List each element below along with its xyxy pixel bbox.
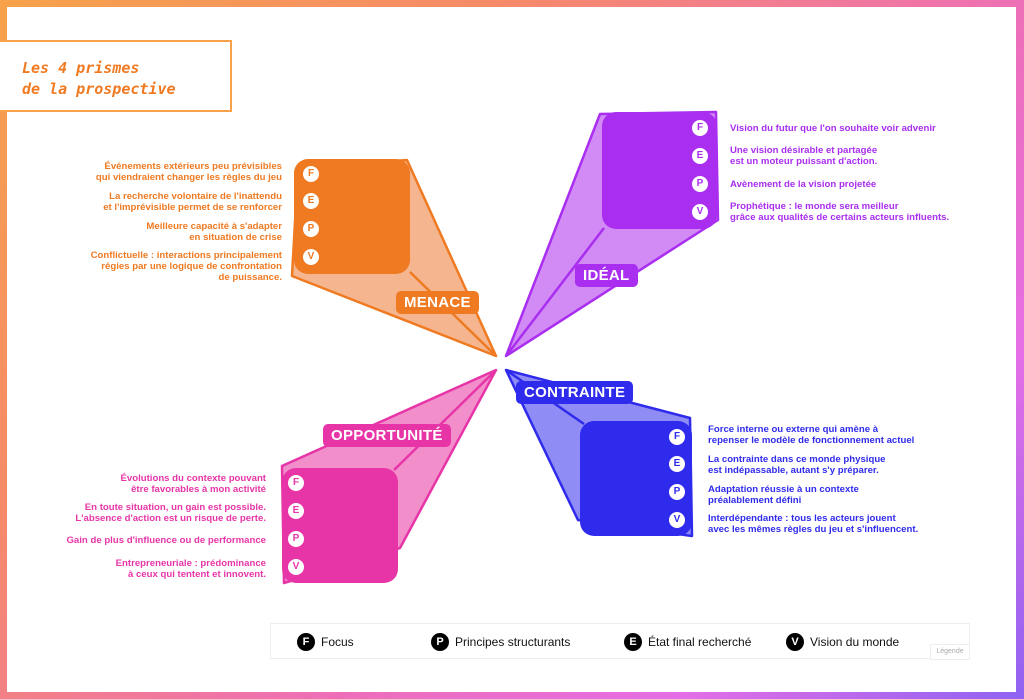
contrainte-badge-f: F (669, 429, 685, 445)
ideal-badge-v: V (692, 204, 708, 220)
ideal-badge-p: P (692, 176, 708, 192)
menace-vision-text: Conflictuelle : interactions principalem… (90, 250, 282, 284)
opportunite-badge-e: E (288, 503, 304, 519)
contrainte-etat-text: La contrainte dans ce monde physique est… (708, 454, 886, 477)
prism-menace (290, 158, 498, 358)
legend-item-vision: V Vision du monde (786, 633, 899, 651)
contrainte-focus-text: Force interne ou externe qui amène à rep… (708, 424, 915, 447)
legend-item-etat: E État final recherché (624, 633, 751, 651)
focus-letter-icon: F (297, 633, 315, 651)
ideal-vision-text: Prophétique : le monde sera meilleur grâ… (730, 201, 950, 224)
opportunite-vision-text: Entrepreneuriale : prédominance à ceux q… (115, 558, 266, 581)
title-box: Les 4 prismes de la prospective (0, 40, 232, 112)
legend-item-focus: F Focus (297, 633, 354, 651)
menace-principes-text: Meilleure capacité à s'adapter en situat… (146, 221, 282, 244)
principes-letter-icon: P (431, 633, 449, 651)
menace-focus-text: Événements extérieurs peu prévisibles qu… (95, 161, 282, 184)
opportunite-badge-p: P (288, 531, 304, 547)
opportunite-etat-text: En toute situation, un gain est possible… (75, 502, 266, 525)
prism-opportunite (280, 368, 498, 585)
opportunite-label: OPPORTUNITÉ (323, 424, 451, 447)
ideal-principes-text: Avènement de la vision projetée (730, 179, 877, 190)
ideal-label: IDÉAL (575, 264, 638, 287)
opportunite-principes-text: Gain de plus d'influence ou de performan… (66, 535, 266, 546)
prism-contrainte (504, 368, 694, 538)
page-title: Les 4 prismes de la prospective (22, 59, 176, 98)
contrainte-label: CONTRAINTE (516, 381, 634, 404)
contrainte-vision-text: Interdépendante : tous les acteurs jouen… (708, 513, 919, 536)
menace-badge-f: F (303, 166, 319, 182)
contrainte-principes-text: Adaptation réussie à un contexte préalab… (708, 484, 859, 507)
menace-badge-e: E (303, 193, 319, 209)
ideal-etat-text: Une vision désirable et partagée est un … (730, 145, 878, 168)
legend-label: Principes structurants (455, 635, 571, 649)
opportunite-badge-v: V (288, 559, 304, 575)
menace-badge-v: V (303, 249, 319, 265)
contrainte-badge-p: P (669, 484, 685, 500)
legend-label: Vision du monde (810, 635, 900, 649)
opportunite-focus-text: Évolutions du contexte pouvant être favo… (120, 473, 266, 496)
legende-button[interactable]: Légende (930, 644, 970, 660)
vision-letter-icon: V (786, 633, 804, 651)
legend-bar: F Focus P Principes structurants E État … (270, 623, 970, 659)
menace-etat-text: La recherche volontaire de l'inattendu e… (103, 191, 282, 214)
legend-item-principes: P Principes structurants (431, 633, 570, 651)
etat-letter-icon: E (624, 633, 642, 651)
prism-ideal (504, 110, 720, 358)
contrainte-badge-v: V (669, 512, 685, 528)
ideal-badge-e: E (692, 148, 708, 164)
menace-label: MENACE (396, 291, 479, 314)
contrainte-badge-e: E (669, 456, 685, 472)
opportunite-badge-f: F (288, 475, 304, 491)
ideal-badge-f: F (692, 120, 708, 136)
ideal-focus-text: Vision du futur que l'on souhaite voir a… (730, 123, 936, 134)
legend-label: Focus (321, 635, 354, 649)
menace-badge-p: P (303, 221, 319, 237)
legend-label: État final recherché (648, 635, 752, 649)
